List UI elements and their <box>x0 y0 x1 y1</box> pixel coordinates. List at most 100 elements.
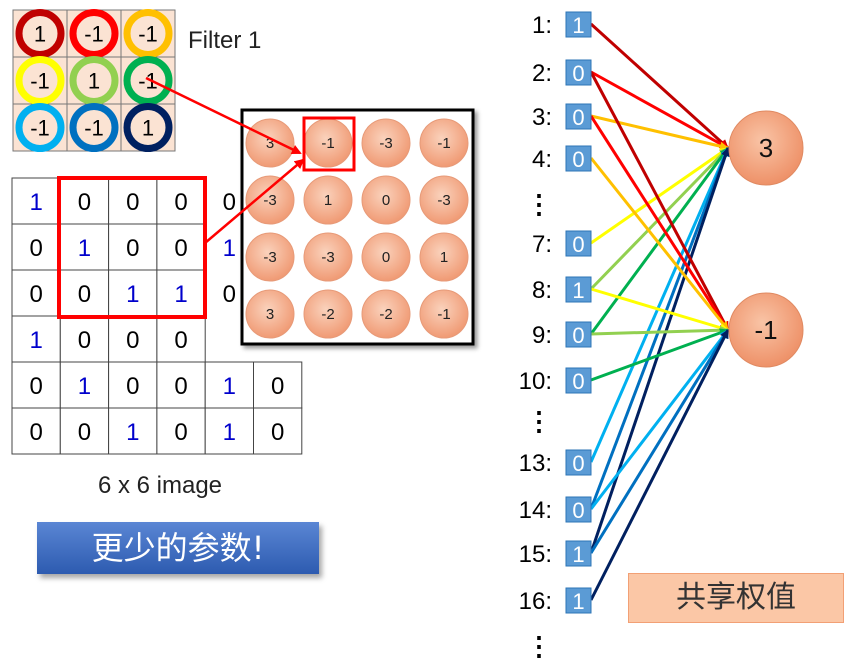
feature-map-value: -3 <box>263 249 276 266</box>
image-pixel-value: 0 <box>174 189 187 216</box>
feature-map-value: 3 <box>266 306 274 323</box>
weight-connection <box>589 147 730 463</box>
image-cell <box>59 407 110 455</box>
shared-weights-label: 共享权值 <box>628 573 844 623</box>
filter-weight-ring <box>15 56 65 105</box>
image-caption: 6 x 6 image <box>98 472 222 499</box>
image-pixel-value: 1 <box>223 419 236 446</box>
input-neuron-column: 1:12:03:04:07:08:19:010:013:014:015:116:… <box>519 11 592 661</box>
image-pixel-value: 0 <box>223 281 236 308</box>
feature-map-node <box>245 289 295 339</box>
feature-map-node <box>245 232 295 282</box>
weight-connection <box>589 147 730 335</box>
image-pixel-value: 0 <box>174 235 187 262</box>
image-pixel-value: 0 <box>78 281 91 308</box>
weight-connection <box>589 329 730 510</box>
image-pixel-value: 0 <box>29 235 42 262</box>
image-cell <box>108 223 158 271</box>
image-pixel-value: 1 <box>174 281 187 308</box>
image-pixel-value: 0 <box>126 373 139 400</box>
input-index-label: 14: <box>519 497 552 524</box>
input-neuron-value: 0 <box>572 147 584 172</box>
weight-connection <box>589 147 730 510</box>
feature-map-node <box>419 175 469 225</box>
image-pixel-value: 0 <box>271 373 284 400</box>
image-cell <box>253 407 303 455</box>
image-cell <box>59 177 110 225</box>
input-neuron-box <box>565 321 592 348</box>
input-neuron-box <box>565 145 592 172</box>
feature-map-value: -3 <box>437 192 450 209</box>
image-pixel-value: 1 <box>78 235 91 262</box>
image-pixel-value: 0 <box>78 189 91 216</box>
field-to-feature-arrow <box>204 158 305 244</box>
feature-map-value: -1 <box>437 135 450 152</box>
feature-map-value: 0 <box>382 249 390 266</box>
input-index-label: 15: <box>519 541 552 568</box>
input-index-label: 16: <box>519 588 552 615</box>
input-neuron-value: 0 <box>572 323 584 348</box>
filter-weight-ring <box>69 56 119 105</box>
feature-map-value: -3 <box>321 249 334 266</box>
input-index-label: 10: <box>519 368 552 395</box>
weight-connection <box>589 157 730 331</box>
image-cell <box>156 223 206 271</box>
input-neuron-value: 1 <box>572 542 584 567</box>
input-neuron-value: 0 <box>572 369 584 394</box>
feature-map-value: -1 <box>437 306 450 323</box>
filter-weight-ring <box>123 9 173 58</box>
image-pixel-value: 0 <box>174 373 187 400</box>
image-pixel-value: 0 <box>174 419 187 446</box>
connection-lines <box>589 22 730 601</box>
image-pixel-value: 1 <box>29 327 42 354</box>
image-pixel-value: 1 <box>223 235 236 262</box>
image-cell <box>204 361 254 409</box>
filter-weight: -1 <box>30 116 50 141</box>
image-pixel-value: 0 <box>78 327 91 354</box>
output-neuron <box>728 292 804 368</box>
input-index-label: 13: <box>519 450 552 477</box>
image-pixel-value: 0 <box>126 327 139 354</box>
input-neuron-value: 0 <box>572 498 584 523</box>
weight-connection <box>590 114 729 151</box>
input-neuron-box <box>565 496 592 523</box>
filter-weight: -1 <box>138 69 158 94</box>
weight-connection <box>589 147 730 554</box>
weight-connection <box>590 287 729 333</box>
input-index-label: 2: <box>532 60 552 87</box>
image-pixel-value: 1 <box>78 373 91 400</box>
input-neuron-box <box>565 230 592 257</box>
image-cell <box>11 361 61 409</box>
weight-connection <box>589 115 730 331</box>
input-neuron-box <box>565 11 592 38</box>
input-neuron-value: 0 <box>572 61 584 86</box>
feature-map-value: 0 <box>382 192 390 209</box>
feature-map-node <box>245 118 295 168</box>
input-neuron-box <box>565 587 592 614</box>
feature-map-node <box>303 232 353 282</box>
feature-map-value: -1 <box>321 135 334 152</box>
input-neuron-value: 1 <box>572 589 584 614</box>
input-neuron-box <box>565 276 592 303</box>
input-neuron-box <box>565 103 592 130</box>
feature-map-node <box>419 118 469 168</box>
weight-connection <box>589 22 730 150</box>
output-neuron <box>728 110 804 186</box>
feature-map-node <box>361 232 411 282</box>
feature-map-value: -2 <box>379 306 392 323</box>
filter-weight-ring <box>123 56 173 105</box>
image-pixel-value: 0 <box>29 281 42 308</box>
weight-connection <box>590 328 729 382</box>
input-neuron-box <box>565 449 592 476</box>
image-cell <box>59 223 110 271</box>
weight-connection <box>589 146 730 291</box>
filter-weight-ring <box>15 9 65 58</box>
filter-weight: 1 <box>88 69 100 94</box>
image-cell <box>156 407 206 455</box>
image-pixel-value: 1 <box>126 281 139 308</box>
input-neuron-value: 0 <box>572 105 584 130</box>
input-index-label: 7: <box>532 231 552 258</box>
